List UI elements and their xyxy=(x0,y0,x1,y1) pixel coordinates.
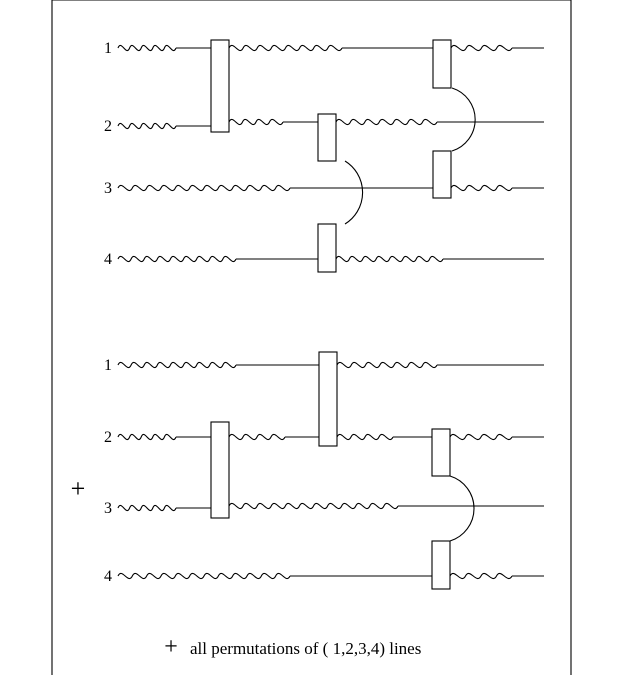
vertex-box xyxy=(210,421,230,519)
line-label: 1 xyxy=(104,357,112,374)
line-label: 4 xyxy=(104,568,112,585)
wavy-propagator xyxy=(228,502,399,510)
line-label: 1 xyxy=(104,40,112,57)
wavy-propagator xyxy=(335,118,438,126)
wavy-propagator xyxy=(450,44,513,52)
wavy-propagator xyxy=(336,361,438,369)
wavy-propagator xyxy=(117,122,177,130)
wavy-propagator xyxy=(450,184,513,192)
vertex-box xyxy=(317,113,337,162)
vertex-box xyxy=(431,428,451,477)
wavy-propagator xyxy=(117,184,291,192)
lower-diagram xyxy=(117,351,544,590)
footer-caption: all permutations of ( 1,2,3,4) lines xyxy=(190,639,421,658)
line-label: 3 xyxy=(104,500,112,517)
line-label: 4 xyxy=(104,251,112,268)
vertex-box xyxy=(431,540,451,590)
wavy-propagator xyxy=(117,361,237,369)
line-label: 2 xyxy=(104,429,112,446)
vertex-box xyxy=(432,150,452,199)
wavy-propagator xyxy=(228,118,284,126)
plus-sign: + xyxy=(71,474,86,503)
wavy-propagator xyxy=(335,255,444,263)
wavy-propagator xyxy=(117,44,177,52)
semicircle-connector xyxy=(344,160,364,225)
line-label: 2 xyxy=(104,118,112,135)
semicircle-connector xyxy=(449,475,475,542)
wavy-propagator xyxy=(228,44,343,52)
wavy-propagator xyxy=(449,572,513,580)
vertex-box xyxy=(318,351,338,447)
wavy-propagator xyxy=(449,433,513,441)
wavy-propagator xyxy=(117,255,237,263)
wavy-propagator xyxy=(117,504,177,512)
semicircle-connector xyxy=(451,87,476,152)
vertex-box xyxy=(317,223,337,273)
vertex-box xyxy=(210,39,230,133)
footer-plus-sign: + xyxy=(164,634,178,660)
wavy-propagator xyxy=(336,433,394,441)
upper-diagram xyxy=(117,39,544,273)
wavy-propagator xyxy=(228,433,286,441)
wavy-propagator xyxy=(117,433,177,441)
vertex-box xyxy=(432,39,452,89)
line-label: 3 xyxy=(104,180,112,197)
figure-frame xyxy=(51,0,572,675)
wavy-propagator xyxy=(117,572,291,580)
